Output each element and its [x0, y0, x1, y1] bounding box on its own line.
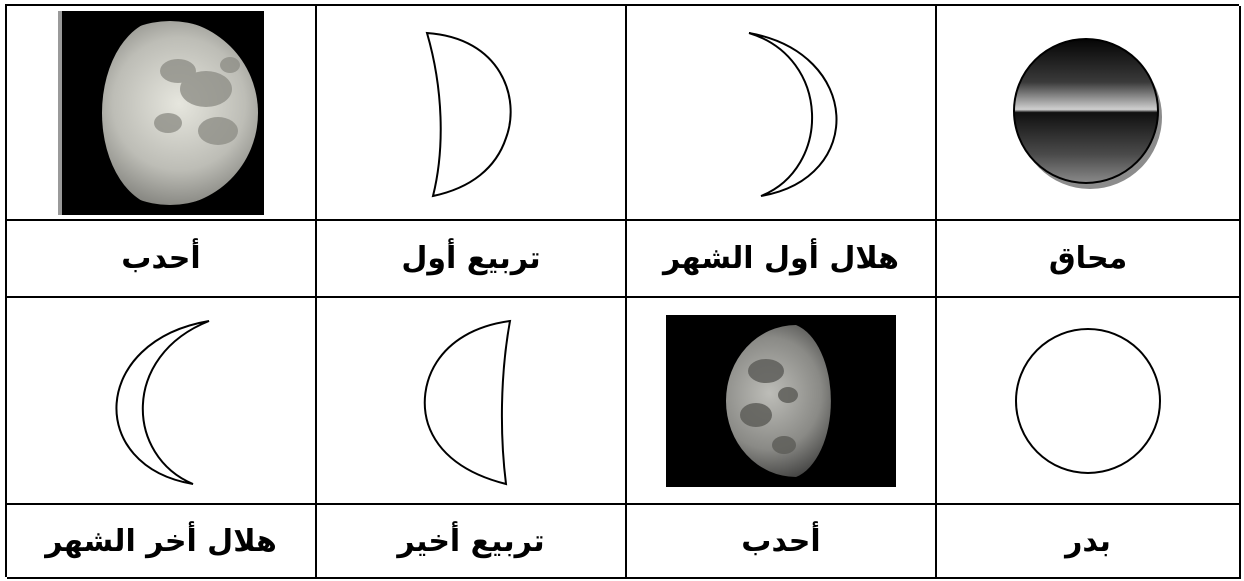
new-moon-icon	[1008, 33, 1168, 193]
cell-waxing-crescent-image	[627, 6, 937, 221]
cell-full-moon-image	[937, 298, 1241, 505]
waning-crescent-icon	[101, 316, 221, 486]
cell-label-last-quarter: تربيع أخير	[317, 505, 627, 579]
cell-label-gibbous: أحدب	[7, 221, 317, 298]
cell-waning-crescent-image	[7, 298, 317, 505]
full-moon-icon	[1013, 326, 1163, 476]
cell-first-quarter-image	[317, 6, 627, 221]
cell-label-waning-gibbous: أحدب	[627, 505, 937, 579]
label-waning-crescent: هلال أخر الشهر	[45, 524, 277, 559]
label-last-quarter: تربيع أخير	[397, 524, 544, 559]
cell-label-waxing-crescent: هلال أول الشهر	[627, 221, 937, 298]
label-waxing-crescent: هلال أول الشهر	[663, 241, 899, 276]
label-waning-gibbous: أحدب	[741, 524, 820, 559]
cell-label-waning-crescent: هلال أخر الشهر	[7, 505, 317, 579]
label-first-quarter: تربيع أول	[401, 241, 540, 276]
label-gibbous: أحدب	[121, 241, 200, 276]
first-quarter-icon	[411, 28, 531, 198]
label-new-moon: محاق	[1049, 241, 1127, 276]
cell-last-quarter-image	[317, 298, 627, 505]
label-full-moon: بدر	[1065, 524, 1111, 559]
waning-gibbous-photo	[666, 315, 896, 487]
waxing-crescent-icon	[711, 28, 851, 198]
cell-label-full-moon: بدر	[937, 505, 1241, 579]
last-quarter-icon	[416, 316, 526, 486]
cell-waxing-gibbous-image	[7, 6, 317, 221]
cell-waning-gibbous-image	[627, 298, 937, 505]
cell-new-moon-image	[937, 6, 1241, 221]
cell-label-first-quarter: تربيع أول	[317, 221, 627, 298]
cell-label-new-moon: محاق	[937, 221, 1241, 298]
waxing-gibbous-photo	[58, 11, 264, 215]
moon-phases-table: أحدب تربيع أول هلال أول الشهر محاق	[5, 4, 1239, 577]
